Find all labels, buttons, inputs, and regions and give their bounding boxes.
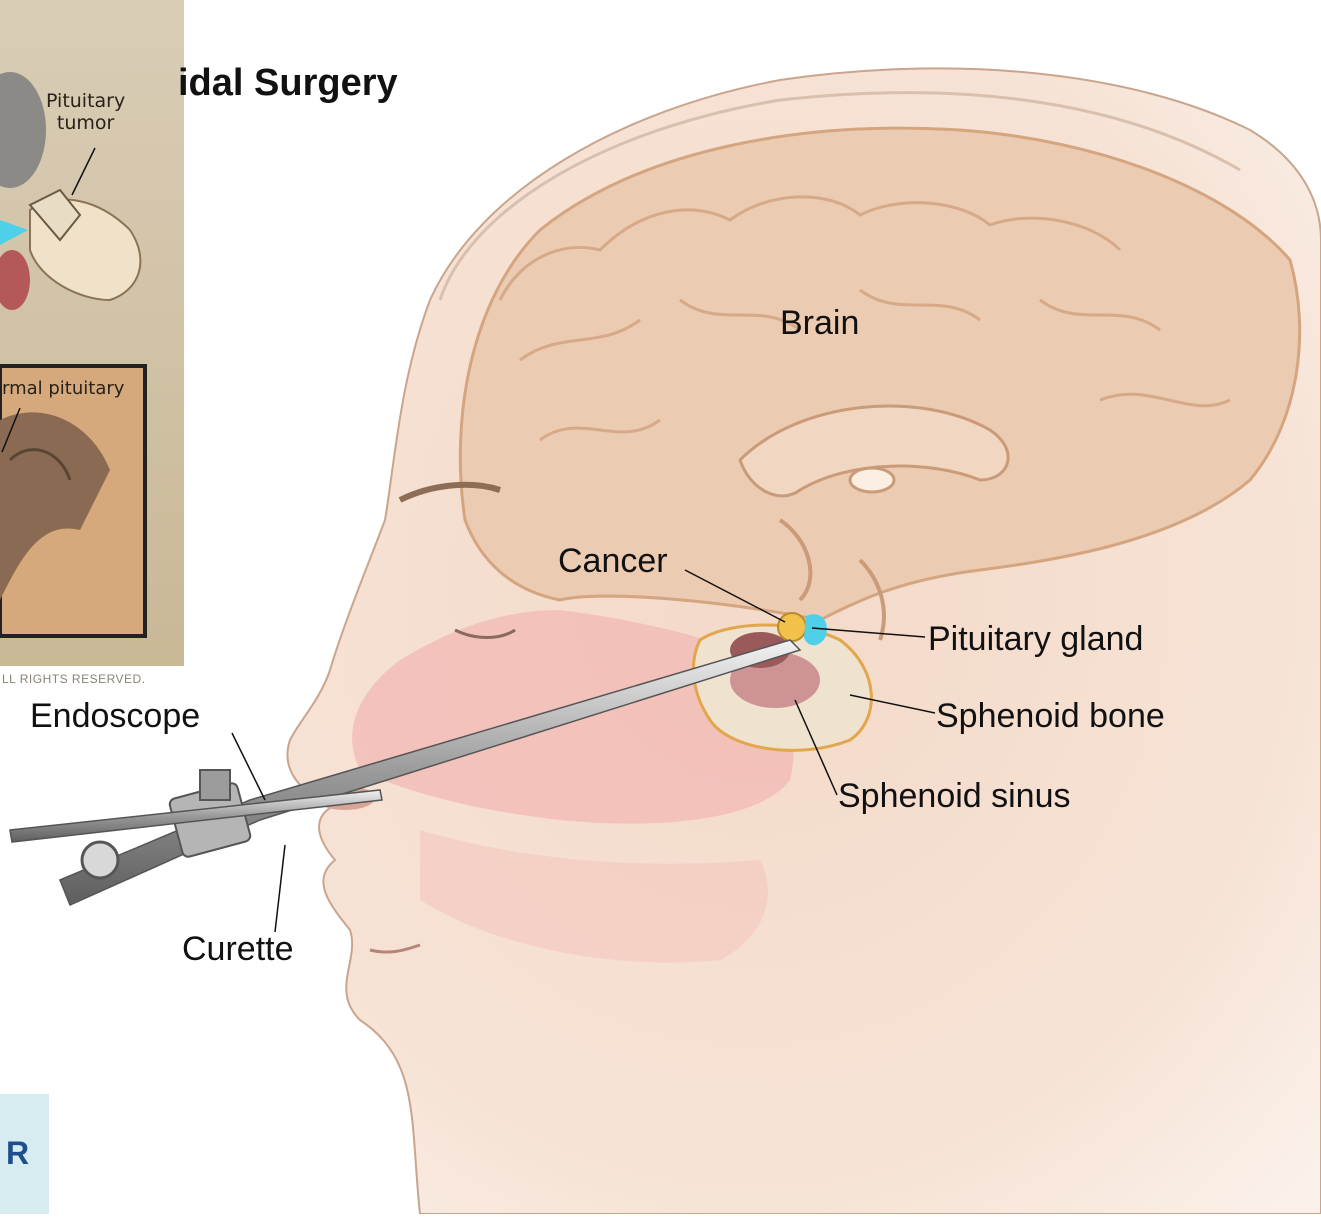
label-curette: Curette <box>182 930 294 969</box>
copyright-text: LL RIGHTS RESERVED. <box>2 672 146 686</box>
inset-tumor-label: Pituitary tumor <box>46 90 125 134</box>
figure-title: idal Surgery <box>178 62 398 105</box>
label-sphenoid-bone: Sphenoid bone <box>936 697 1165 736</box>
label-sphenoid-sinus: Sphenoid sinus <box>838 777 1071 816</box>
corner-badge: R <box>0 1094 49 1214</box>
label-cancer: Cancer <box>558 542 668 581</box>
label-pituitary-gland: Pituitary gland <box>928 620 1143 659</box>
label-endoscope: Endoscope <box>30 697 200 736</box>
inset-tumor-text: Pituitary tumor <box>46 90 125 134</box>
corner-badge-text: R <box>6 1135 29 1172</box>
inset-normal-label: rmal pituitary <box>2 378 124 400</box>
label-brain: Brain <box>780 304 859 343</box>
